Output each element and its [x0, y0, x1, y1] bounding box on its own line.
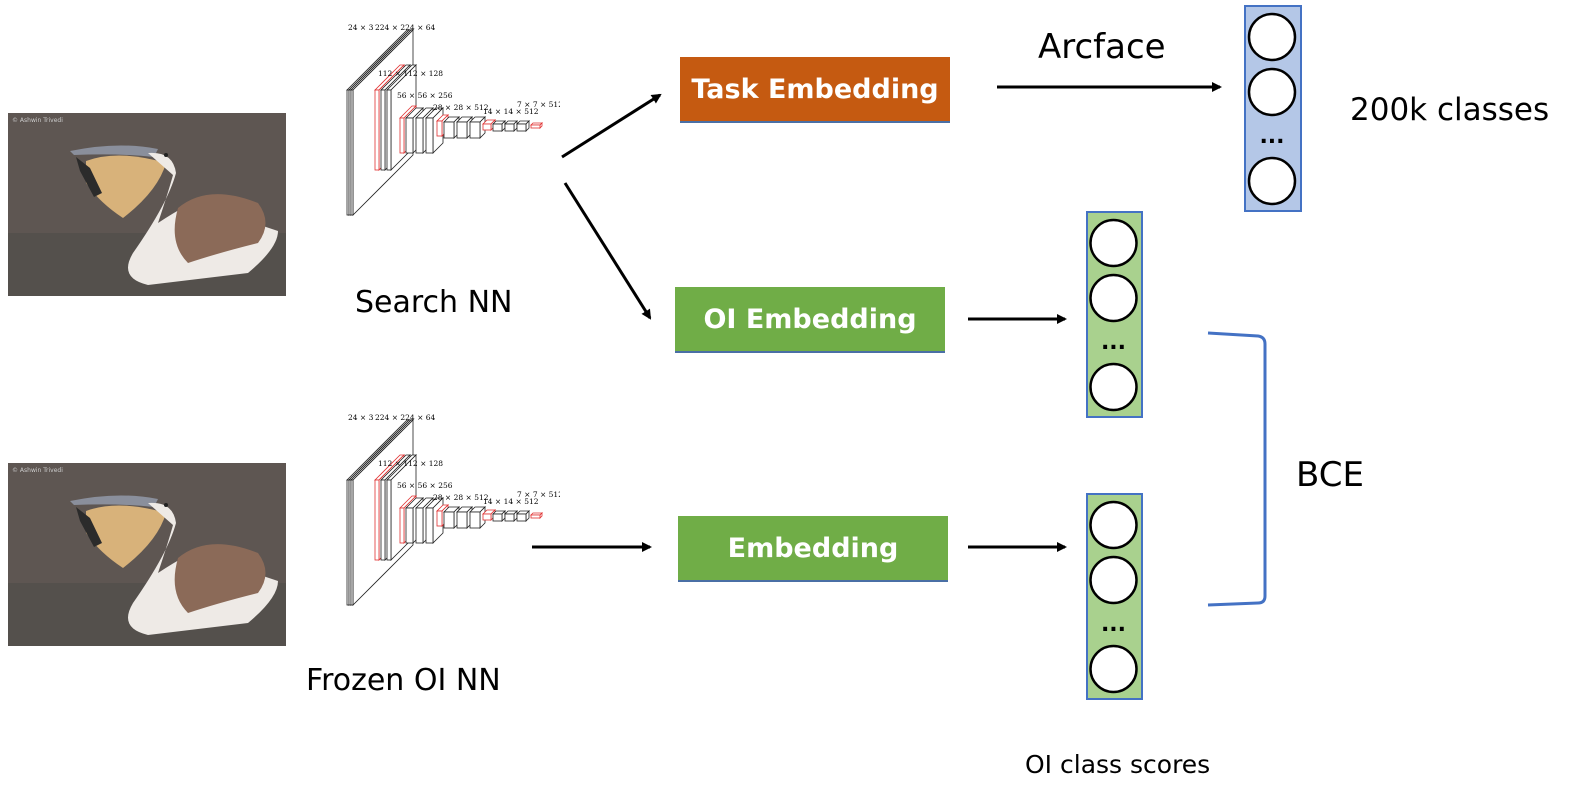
neuron-circle [1089, 218, 1138, 268]
cnn-layer-block [516, 510, 530, 522]
cnn-dimension-label: 7 × 7 × 512 [517, 100, 560, 109]
cnn-layer-block [530, 122, 543, 129]
cnn-layer-block [469, 506, 486, 529]
task-embedding-box: Task Embedding [680, 57, 950, 123]
cnn-dimension-label: 112 × 112 × 128 [378, 459, 443, 468]
cnn-layer-block [504, 120, 518, 132]
cnn-dimension-label: 7 × 7 × 512 [517, 490, 560, 499]
ellipsis: ... [1101, 330, 1126, 355]
arcface-output-vector: ... [1244, 5, 1302, 212]
neuron-circle [1247, 67, 1297, 117]
oi-embedding-box: OI Embedding [675, 287, 945, 353]
cnn-dimension-label: 56 × 56 × 256 [397, 91, 453, 100]
cnn-layer-block [516, 120, 530, 132]
ellipsis: ... [1259, 124, 1284, 149]
neuron-circle [1089, 555, 1138, 605]
cnn-dimension-label: 28 × 28 × 512 [433, 103, 489, 112]
oi-embedding-scores-vector: ... [1086, 211, 1143, 418]
bce-bracket [1207, 331, 1267, 607]
classes-label: 200k classes [1350, 92, 1550, 128]
neuron-circle [1247, 156, 1297, 206]
embedding-box: Embedding [678, 516, 948, 582]
ellipsis: ... [1101, 612, 1126, 637]
cnn-layer-block [504, 510, 518, 522]
pelican-photo-bottom: © Ashwin Trivedi [8, 463, 286, 646]
cnn-dimension-label: 24 × 3 [348, 413, 374, 422]
cnn-dimension-label: 14 × 14 × 512 [483, 107, 539, 116]
cnn-layer-block [530, 512, 543, 519]
neuron-circle [1089, 273, 1138, 323]
cnn-layer-block [469, 116, 486, 139]
arcface-label: Arcface [1038, 27, 1166, 67]
bce-label: BCE [1296, 455, 1364, 495]
photo-watermark: © Ashwin Trivedi [12, 467, 63, 474]
arrow-to-task-embedding [561, 93, 662, 159]
search-nn-label: Search NN [355, 285, 513, 320]
pelican-photo-top: © Ashwin Trivedi [8, 113, 286, 296]
cnn-dimension-label: 14 × 14 × 512 [483, 497, 539, 506]
cnn-layer-block [492, 510, 506, 522]
cnn-dimension-label: 112 × 112 × 128 [378, 69, 443, 78]
cnn-dimension-label: 28 × 28 × 512 [433, 493, 489, 502]
arrow-to-oi-embedding [563, 182, 652, 320]
frozen-oi-nn-label: Frozen OI NN [306, 663, 501, 698]
neuron-circle [1089, 362, 1138, 412]
neuron-circle [1247, 12, 1297, 62]
cnn-dimension-label: 224 × 224 × 64 [375, 413, 436, 422]
oi-class-scores-label: OI class scores [1025, 750, 1211, 779]
oi-class-scores-vector: ... [1086, 493, 1143, 700]
cnn-dimension-label: 24 × 3 [348, 23, 374, 32]
neuron-circle [1089, 500, 1138, 550]
cnn-dimension-label: 56 × 56 × 256 [397, 481, 453, 490]
cnn-layer-block [492, 120, 506, 132]
photo-watermark: © Ashwin Trivedi [12, 117, 63, 124]
neuron-circle [1089, 644, 1138, 694]
cnn-dimension-label: 224 × 224 × 64 [375, 23, 436, 32]
